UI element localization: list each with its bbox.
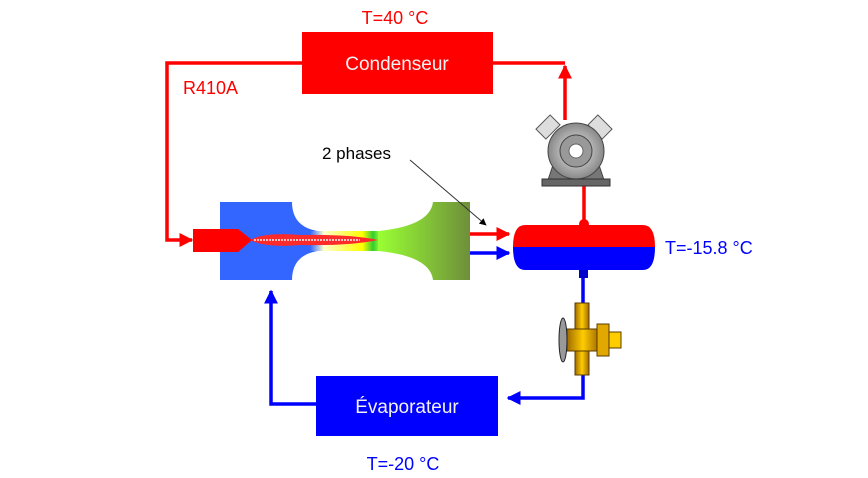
- separator-tank-icon: [513, 219, 655, 278]
- evaporator: Évaporateur: [316, 376, 498, 436]
- evaporator-temp: T=-20 °C: [367, 454, 440, 474]
- compressor-icon: [535, 114, 613, 187]
- ejector-icon: [193, 202, 470, 280]
- two-phase-label: 2 phases: [322, 144, 391, 163]
- expansion-valve-icon: [558, 302, 622, 376]
- evaporator-label: Évaporateur: [355, 397, 459, 418]
- hot-refrigerant-lines: [165, 61, 586, 247]
- condenser-label: Condenseur: [345, 54, 449, 75]
- condenser-temp: T=40 °C: [362, 8, 429, 28]
- two-phase-pointer: [409, 159, 487, 226]
- separator-temp: T=-15.8 °C: [665, 238, 753, 258]
- refrigerant-label: R410A: [183, 78, 238, 98]
- condenser: Condenseur: [302, 32, 493, 94]
